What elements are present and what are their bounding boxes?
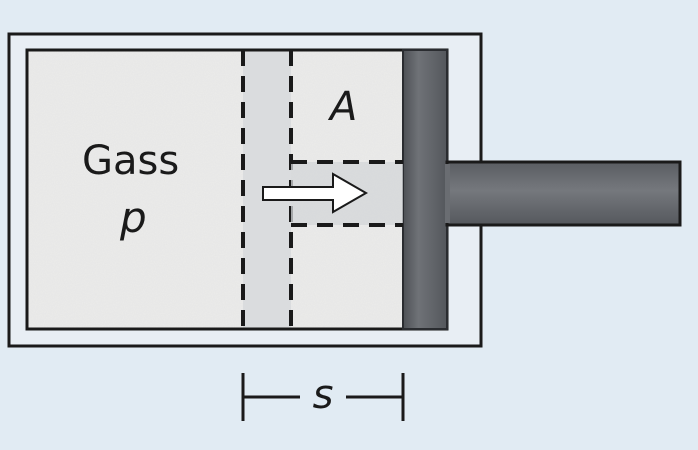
piston — [402, 49, 448, 330]
pressure-label: p — [119, 193, 147, 242]
gas-label: Gass — [82, 138, 179, 184]
displacement-label: s — [313, 372, 334, 418]
piston-rod — [445, 160, 682, 227]
direction-arrow-icon — [262, 172, 369, 214]
displacement-dimension — [241, 373, 405, 421]
rod-joint — [445, 164, 450, 223]
area-label: A — [327, 84, 357, 130]
